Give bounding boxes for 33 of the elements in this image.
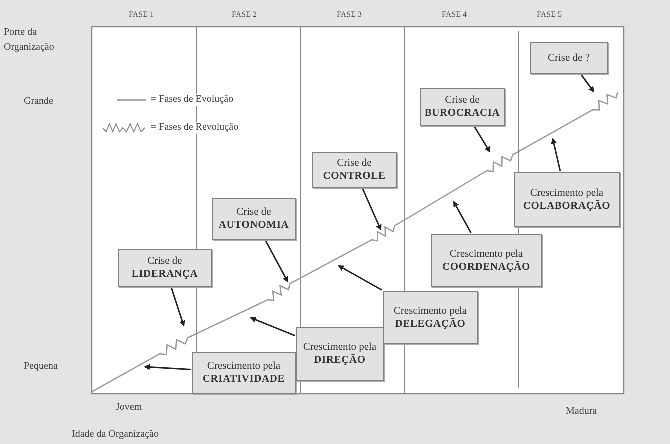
arrow	[580, 74, 595, 93]
phase-label: FASE 3	[337, 9, 362, 21]
phase-box: Crise de LIDERANÇA	[118, 249, 212, 287]
phase-box: Crise de BUROCRACIA	[420, 88, 505, 126]
phase-box: Crescimento pela DELEGAÇÃO	[383, 291, 478, 344]
axis-title: Porte da Organização	[4, 26, 56, 55]
phase-box: Crescimento pela COORDENAÇÃO	[431, 234, 542, 287]
legend-text: = Fases de Revolução	[151, 122, 239, 134]
arrow	[338, 265, 382, 291]
phase-box: Crise de ?	[530, 42, 608, 74]
arrow	[453, 201, 472, 234]
axis-tick-label: Pequena	[24, 361, 58, 373]
arrow	[250, 317, 296, 336]
phase-label: FASE 2	[232, 9, 257, 21]
axis-title: Idade da Organização	[72, 429, 159, 441]
phase-box: Crescimento pela COLABORAÇÃO	[514, 172, 620, 227]
arrow	[551, 138, 562, 172]
legend-text: = Fases de Evolução	[151, 94, 234, 106]
phase-box: Crescimento pela DIREÇÃO	[296, 327, 384, 381]
phase-box: Crise de CONTROLE	[312, 152, 397, 188]
arrow	[474, 126, 491, 153]
axis-tick-label: Grande	[24, 96, 54, 108]
phase-box: Crise de AUTONOMIA	[212, 198, 296, 240]
arrow	[170, 288, 186, 327]
phase-box: Crescimento pela CRIATIVIDADE	[192, 352, 296, 394]
phase-label: FASE 5	[537, 9, 562, 21]
arrow	[265, 240, 289, 283]
axis-tick-label: Madura	[566, 406, 598, 418]
axis-tick-label: Jovem	[116, 402, 142, 414]
phase-label: FASE 1	[129, 9, 154, 21]
phase-label: FASE 4	[442, 9, 467, 21]
arrow	[144, 364, 192, 371]
arrow	[362, 188, 382, 231]
